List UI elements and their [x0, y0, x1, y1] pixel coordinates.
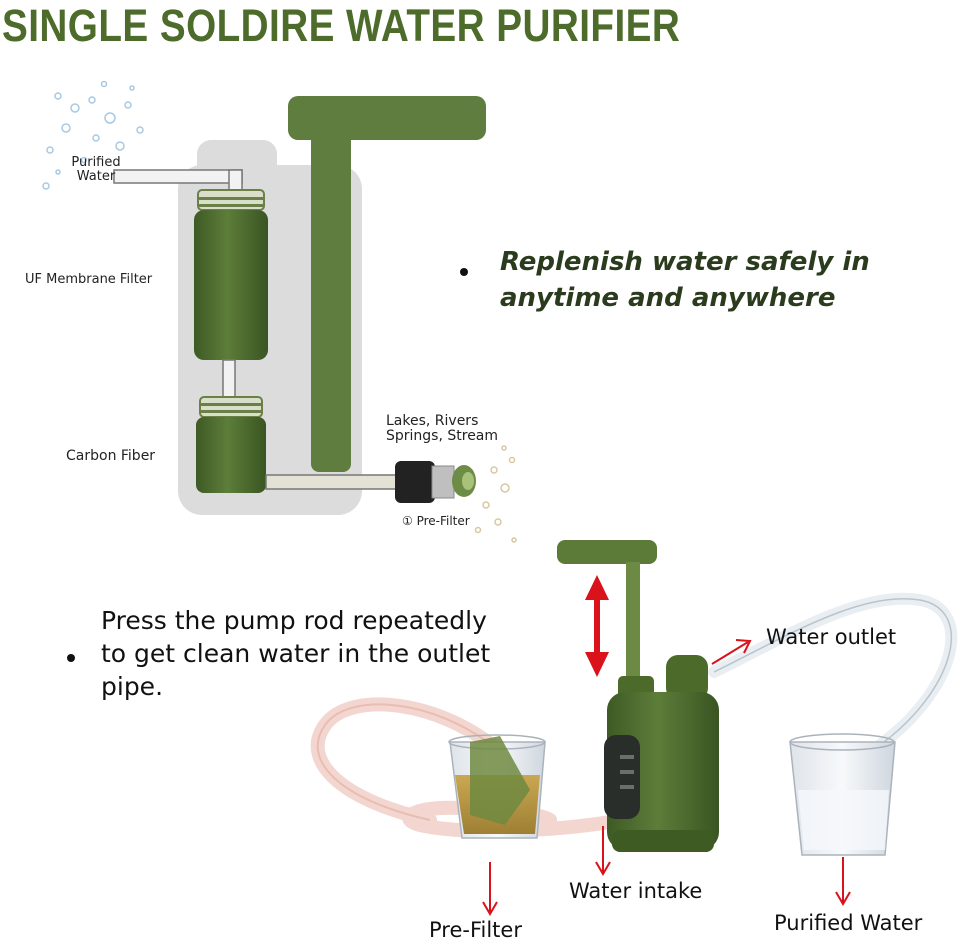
water-source-line2: Springs, Stream [386, 428, 499, 444]
prefilter-icon [395, 461, 476, 503]
page-title: SINGLE SOLDIRE WATER PURIFIER [2, 0, 681, 51]
outlet-hose-edge [713, 598, 953, 746]
intake-arrow [595, 826, 611, 876]
instructions-line3: pipe. [101, 672, 164, 701]
pump-handle-diagram [288, 96, 486, 472]
tagline-line1: Replenish water safely in [500, 247, 870, 277]
purified-water-label-line2: Water [76, 169, 116, 184]
connector-tube [222, 359, 236, 399]
uf-membrane-cartridge [194, 189, 268, 360]
water-splash-icon [42, 80, 144, 190]
instruction-bullet [67, 654, 75, 662]
pre-filter-label: Pre-Filter [429, 918, 522, 942]
purified-water-callout: Purified Water [774, 911, 923, 935]
carbon-fiber-label: Carbon Fiber [66, 448, 156, 464]
purified-water-label-line1: Purified [71, 155, 121, 170]
outlet-tube-diagram [113, 169, 243, 195]
pump-motion-arrow [585, 575, 609, 677]
uf-membrane-label: UF Membrane Filter [25, 272, 153, 287]
instructions-text: Press the pump rod repeatedly to get cle… [101, 604, 490, 703]
outlet-hose [708, 592, 958, 751]
water-outlet-label: Water outlet [766, 625, 897, 649]
water-source-line1: Lakes, Rivers [386, 413, 479, 429]
tagline: Replenish water safely in anytime and an… [500, 244, 870, 316]
purified-water-label: Purified Water [64, 156, 128, 184]
water-drops-icon [474, 445, 517, 543]
prefilter-arrow [482, 862, 498, 916]
tagline-line2: anytime and anywhere [500, 283, 836, 313]
water-intake-label: Water intake [569, 879, 703, 903]
intake-pipe-diagram [265, 474, 397, 490]
tagline-bullet [460, 268, 468, 276]
instructions-line1: Press the pump rod repeatedly [101, 606, 487, 635]
clear-glass [789, 733, 896, 856]
pump-device [557, 540, 719, 852]
prefilter-small-label: ① Pre-Filter [402, 514, 470, 528]
instructions-line2: to get clean water in the outlet [101, 639, 491, 668]
tea-glass [448, 734, 546, 839]
carbon-fiber-cartridge [196, 396, 266, 493]
outlet-arrow [711, 639, 752, 665]
water-source-label: Lakes, Rivers Springs, Stream [386, 414, 498, 444]
purified-arrow [835, 857, 851, 906]
